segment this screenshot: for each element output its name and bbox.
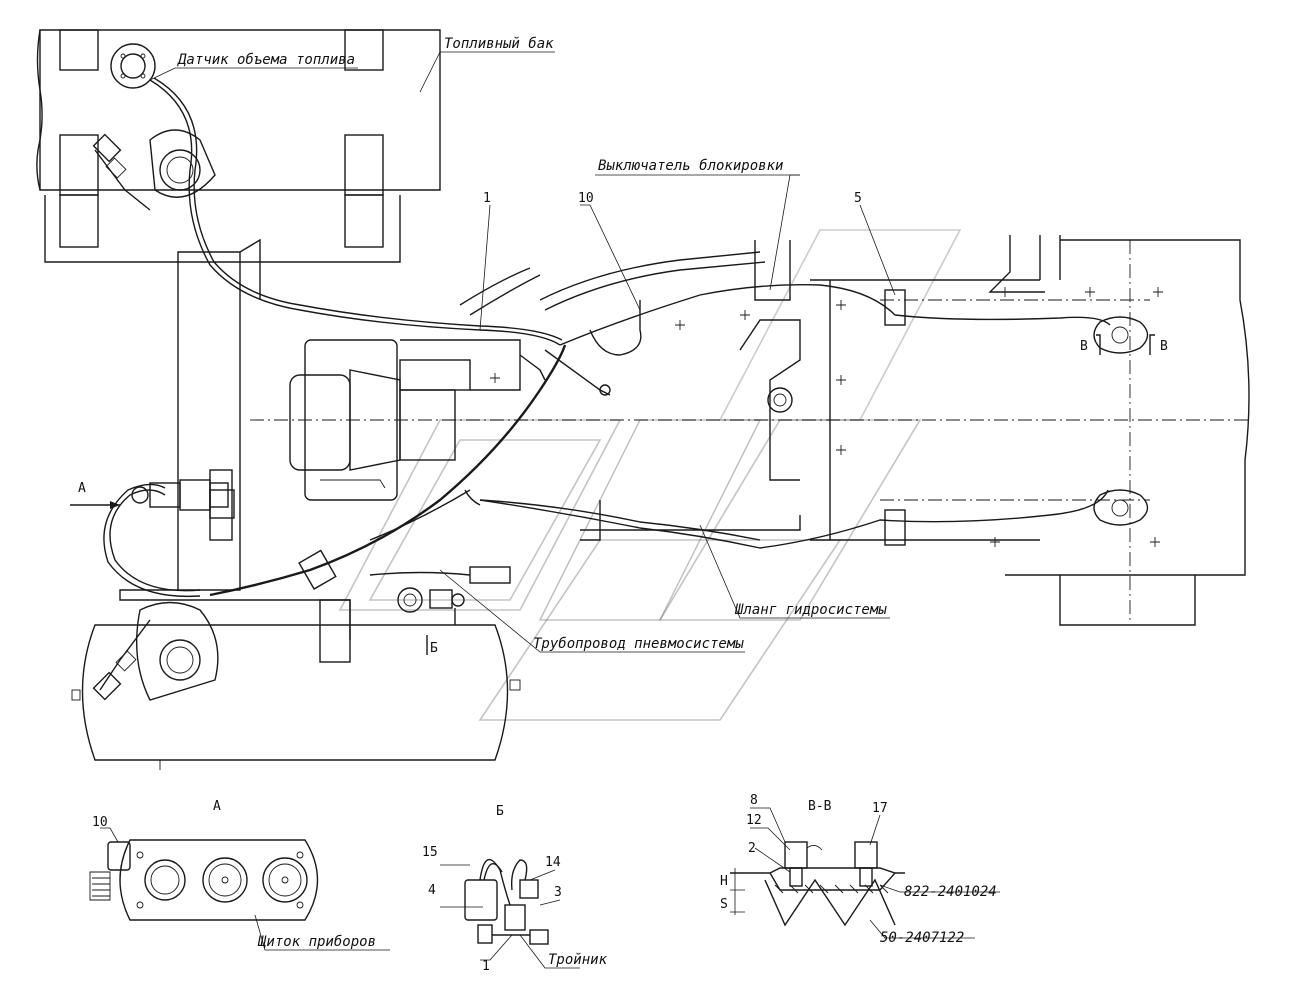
arrow-a-label: А	[78, 481, 86, 496]
view-mark-b: Б	[430, 641, 438, 656]
section-vv-title: В-В	[808, 799, 832, 814]
label-part-822: 822-2401024	[904, 884, 997, 900]
pneumatic-valve	[369, 566, 511, 625]
frame-cable-top	[559, 284, 1111, 346]
label-hydraulic-hose: Шланг гидросистемы	[734, 602, 887, 618]
section-mark-v-right: В	[1160, 339, 1168, 354]
main-harness	[209, 344, 567, 597]
fuel-tank	[36, 29, 441, 263]
dim-s: S	[720, 897, 728, 912]
label-part-50: 50-2407122	[880, 930, 964, 946]
callout-b-1: 1	[482, 959, 490, 974]
callout-10: 10	[578, 191, 594, 206]
callout-v-2: 2	[748, 841, 756, 856]
callout-b-4: 4	[428, 883, 436, 898]
frame-crosshairs	[490, 287, 1163, 547]
section-mark-v-left: В	[1080, 339, 1088, 354]
flange-bottom	[1093, 489, 1149, 526]
label-tee: Тройник	[548, 952, 608, 968]
dim-h: H	[720, 874, 728, 889]
view-a-title: А	[213, 799, 221, 814]
callout-1: 1	[483, 191, 491, 206]
label-lock-switch: Выключатель блокировки	[598, 158, 783, 174]
flange-v	[1093, 316, 1149, 354]
connector-a	[131, 479, 229, 511]
callout-a-10: 10	[92, 815, 108, 830]
callout-b-3: 3	[554, 885, 562, 900]
callout-b-14: 14	[545, 855, 561, 870]
detail-a-instrument-panel	[89, 827, 390, 951]
callout-b-15: 15	[422, 845, 438, 860]
sensor-cable-2	[153, 77, 563, 341]
detail-b-tee	[440, 858, 580, 969]
air-receiver	[71, 601, 521, 770]
callout-5: 5	[854, 191, 862, 206]
view-b-title: Б	[496, 804, 504, 819]
frame-cable-bottom	[479, 489, 1109, 549]
label-fuel-tank: Топливный бак	[444, 36, 554, 52]
gearbox-block	[119, 238, 521, 663]
view-arrow-a	[70, 501, 120, 509]
vehicle-frame	[580, 235, 1250, 626]
callout-v-12: 12	[746, 813, 762, 828]
sensor-connector	[94, 149, 151, 211]
label-pneumatic-pipe: Трубопровод пневмосистемы	[533, 636, 744, 652]
sensor-cable	[149, 79, 561, 346]
label-fuel-sensor: Датчик объема топлива	[177, 52, 355, 68]
label-instrument-panel: Щиток приборов	[257, 934, 376, 950]
section-vv	[730, 807, 1000, 939]
callout-v-8: 8	[750, 793, 758, 808]
callout-v-17: 17	[872, 801, 888, 816]
leader-lines	[149, 51, 896, 653]
